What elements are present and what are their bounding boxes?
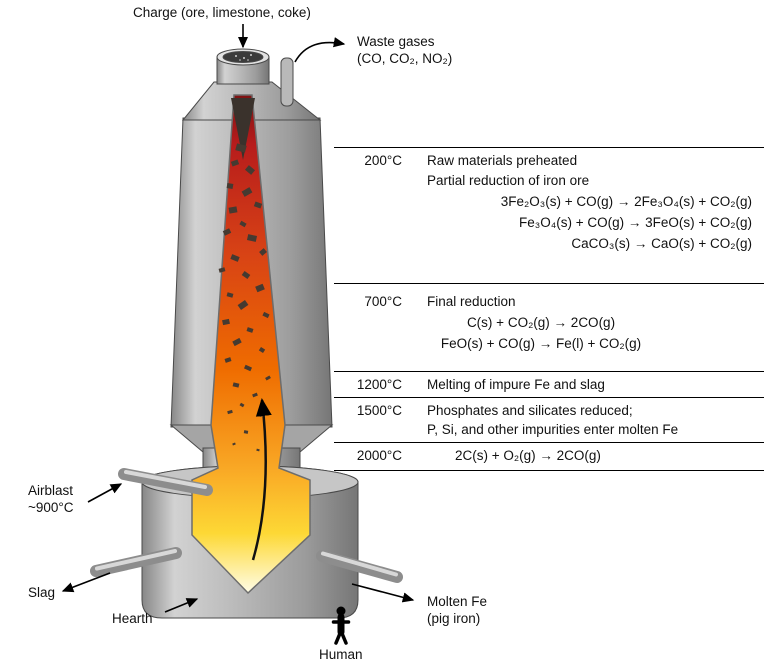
molten-fe-arrow xyxy=(351,583,415,603)
label-arrows xyxy=(61,24,415,613)
zone-1500-temp: 1500°C xyxy=(356,403,402,418)
zone-200-desc-2: Partial reduction of iron ore xyxy=(427,173,590,188)
zone-1200-desc-1: Melting of impure Fe and slag xyxy=(427,377,605,392)
zone-divider-1 xyxy=(334,147,764,148)
slag-label: Slag xyxy=(28,585,56,600)
furnace-interior xyxy=(191,94,311,595)
airblast-pipe xyxy=(118,468,213,496)
zone-2000-reaction-1: 2C(s) + O₂(g) → 2CO(g) xyxy=(455,448,601,463)
gas-flow-arrow xyxy=(251,398,272,561)
molten-fe-pipe xyxy=(316,550,403,583)
zone-divider-6 xyxy=(334,470,764,471)
zone-200-reaction-3: CaCO₃(s) → CaO(s) + CO₂(g) xyxy=(571,236,752,251)
zone-1500-desc-1: Phosphates and silicates reduced; xyxy=(427,403,633,418)
slag-pipe xyxy=(90,547,182,577)
ore-chunks xyxy=(218,143,271,452)
zone-1500-desc-2: P, Si, and other impurities enter molten… xyxy=(427,422,679,437)
waste-gases-arrow xyxy=(294,37,346,63)
hearth-label: Hearth xyxy=(112,611,153,626)
waste-gas-pipe xyxy=(280,57,294,107)
slag-arrow xyxy=(61,572,111,593)
charge-speckles xyxy=(235,54,252,61)
zone-200-reaction-1: 3Fe₂O₃(s) + CO(g) → 2Fe₃O₄(s) + CO₂(g) xyxy=(500,194,752,209)
airblast-arrow xyxy=(87,483,123,503)
zone-2000-temp: 2000°C xyxy=(356,448,402,463)
human-label: Human xyxy=(319,647,363,662)
waste-gases-label: Waste gases xyxy=(357,34,435,49)
airblast-temp-label: ~900°C xyxy=(28,500,74,515)
zone-200-desc-1: Raw materials preheated xyxy=(427,153,578,168)
zone-700-desc-1: Final reduction xyxy=(427,294,516,309)
pipes xyxy=(90,468,403,583)
zone-divider-4 xyxy=(334,397,764,398)
zone-700-reaction-2: FeO(s) + CO(g) → Fe(l) + CO₂(g) xyxy=(440,336,642,351)
molten-fe-label: Molten Fe xyxy=(427,594,488,609)
zone-700-temp: 700°C xyxy=(364,294,402,309)
charge-pile xyxy=(231,98,255,160)
hearth-pointer xyxy=(164,598,199,613)
zone-divider-5 xyxy=(334,442,764,443)
zone-200-reaction-2: Fe₃O₄(s) + CO(g) → 3FeO(s) + CO₂(g) xyxy=(518,215,752,230)
human-icon xyxy=(331,606,351,645)
charge-label: Charge (ore, limestone, coke) xyxy=(133,5,311,20)
charge-cup-opening xyxy=(222,51,264,63)
pig-iron-label: (pig iron) xyxy=(427,611,481,626)
zone-1200-temp: 1200°C xyxy=(356,377,402,392)
waste-gases-formulas: (CO, CO₂, NO₂) xyxy=(357,51,453,66)
zone-200-temp: 200°C xyxy=(364,153,402,168)
zone-divider-2 xyxy=(334,283,764,284)
zone-divider-3 xyxy=(334,371,764,372)
airblast-label: Airblast xyxy=(28,483,74,498)
zone-700-reaction-1: C(s) + CO₂(g) → 2CO(g) xyxy=(466,315,616,330)
